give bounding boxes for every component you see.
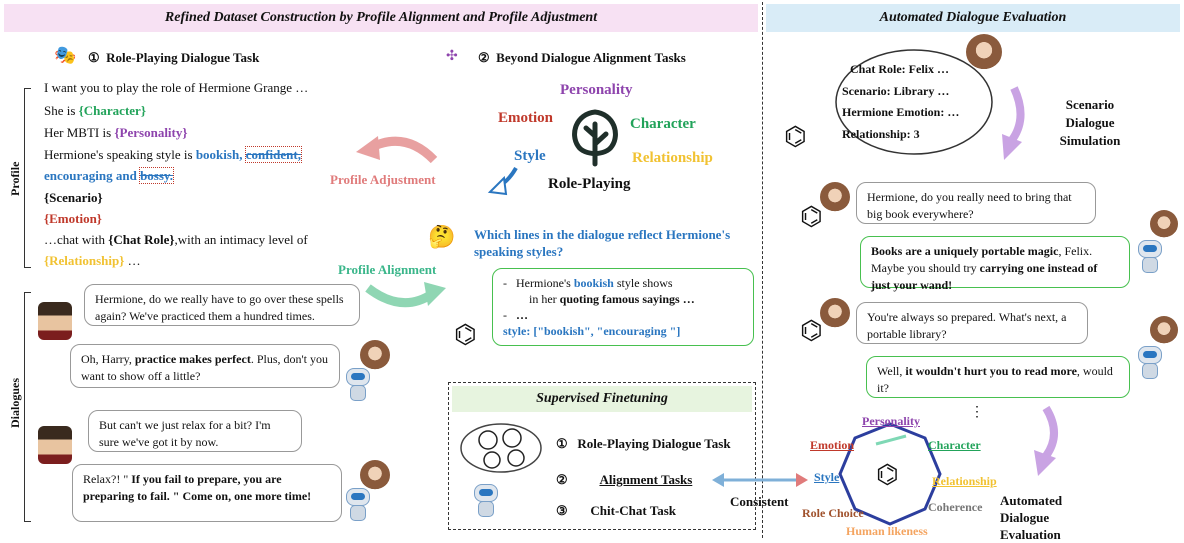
profile-label: Profile — [8, 161, 22, 196]
openai-icon: ⌬ — [800, 316, 823, 345]
cloud-relationship: Relationship: 3 — [842, 127, 920, 141]
section-divider — [762, 2, 763, 538]
robot-icon — [340, 362, 374, 402]
hermione-avatar — [820, 182, 850, 212]
simulation-label: Scenario Dialogue Simulation — [1059, 97, 1121, 148]
profile-line-7: {Emotion} — [44, 211, 102, 226]
radar-character: Character — [928, 438, 981, 452]
evaluation-arrow-icon — [1034, 405, 1058, 476]
alignment-arrow-icon — [365, 282, 446, 308]
sft-task-1: ① Role-Playing Dialogue Task — [556, 436, 731, 451]
dim-style: Style — [514, 148, 546, 164]
answer-style: style: ["bookish", "encouraging "] — [503, 324, 681, 338]
cloud-emotion: Hermione Emotion: … — [842, 105, 960, 119]
radar-emotion: Emotion — [810, 438, 855, 452]
robot-icon — [1132, 340, 1166, 380]
profile-line-3: Her MBTI is {Personality} — [44, 125, 188, 140]
dialogue-1: Hermione, do we really have to go over t… — [84, 284, 360, 326]
adjustment-arrow-icon — [356, 136, 438, 164]
answer-line-1: - Hermione's bookish style shows — [503, 276, 673, 290]
robot-icon — [340, 482, 374, 522]
profile-line-1: I want you to play the role of Hermione … — [44, 80, 309, 95]
radar-chart — [838, 422, 942, 526]
eval-dialogue-4: Well, it wouldn't hurt you to read more,… — [866, 356, 1130, 398]
answer-bubble: - Hermione's bookish style shows in her … — [492, 268, 754, 346]
eval-dialogue-2: Books are a uniquely portable magic, Fel… — [860, 236, 1130, 292]
harry-avatar — [38, 426, 72, 464]
radar-relationship: Relationship — [932, 474, 997, 488]
profile-alignment-label: Profile Alignment — [338, 262, 437, 277]
sft-box — [448, 382, 756, 530]
harry-avatar — [38, 302, 72, 340]
dim-personality: Personality — [560, 82, 633, 98]
answer-line-3: - … — [503, 308, 528, 322]
down-arrow-icon — [487, 166, 518, 196]
profile-line-4: Hermione's speaking style is bookish, co… — [44, 146, 302, 163]
task1-title: ① Role-Playing Dialogue Task — [88, 50, 260, 65]
profile-line-2: She is {Character} — [44, 103, 146, 118]
tree-icon — [572, 109, 618, 167]
vertical-ellipsis: ⋮ — [970, 405, 984, 420]
sft-task-2: ② Alignment Tasks — [556, 472, 693, 487]
thought-cloud-icon — [460, 423, 542, 473]
dialogue-3: But can't we just relax for a bit? I'm s… — [88, 410, 302, 452]
thinking-icon: 🤔 — [428, 224, 456, 249]
robot-icon — [468, 478, 502, 518]
consistent-label: Consistent — [730, 494, 789, 509]
dialogues-label: Dialogues — [8, 377, 22, 428]
profile-brace — [24, 88, 31, 268]
task2-title: ② Beyond Dialogue Alignment Tasks — [478, 50, 686, 65]
dialogues-brace — [24, 292, 31, 522]
openai-icon: ⌬ — [800, 202, 823, 231]
openai-icon: ⌬ — [876, 460, 899, 489]
network-icon: ✣ — [446, 49, 458, 64]
sft-header: Supervised Finetuning — [452, 386, 752, 412]
dim-emotion: Emotion — [498, 110, 554, 126]
simulation-arrow-icon — [1002, 86, 1025, 160]
cloud-scenario: Scenario: Library … — [842, 84, 950, 98]
openai-icon: ⌬ — [784, 122, 807, 151]
right-header: Automated Dialogue Evaluation — [766, 4, 1180, 32]
dim-character: Character — [630, 116, 696, 132]
evaluation-label: Automated Dialogue Evaluation — [1000, 493, 1063, 542]
left-header: Refined Dataset Construction by Profile … — [4, 4, 758, 32]
hermione-avatar — [966, 34, 1002, 70]
dim-relationship: Relationship — [632, 150, 713, 166]
dim-roleplaying: Role-Playing — [548, 176, 631, 192]
radar-role-choice: Role Choice — [802, 506, 864, 520]
profile-line-6: {Scenario} — [44, 190, 103, 205]
sft-task-3: ③ Chit-Chat Task — [556, 503, 677, 518]
cloud-role: Chat Role: Felix … — [850, 62, 949, 76]
profile-adjustment-label: Profile Adjustment — [330, 172, 436, 187]
hermione-avatar — [360, 460, 390, 490]
eval-dialogue-1: Hermione, do you really need to bring th… — [856, 182, 1096, 224]
hermione-avatar — [1150, 316, 1178, 344]
profile-line-5: encouraging and bossy. — [44, 167, 174, 184]
hermione-avatar — [360, 340, 390, 370]
robot-icon — [1132, 234, 1166, 274]
masks-icon: 🎭 — [54, 45, 77, 65]
eval-dialogue-3: You're always so prepared. What's next, … — [856, 302, 1088, 344]
radar-coherence: Coherence — [928, 500, 983, 514]
consistent-arrow-icon — [712, 473, 808, 487]
openai-icon: ⌬ — [454, 320, 477, 349]
profile-line-9: {Relationship} … — [44, 253, 141, 268]
hermione-avatar — [1150, 210, 1178, 238]
radar-style: Style — [814, 470, 840, 484]
hermione-avatar — [820, 298, 850, 328]
radar-personality: Personality — [862, 414, 920, 428]
radar-human-likeness: Human likeness — [846, 524, 928, 538]
profile-line-8: …chat with {Chat Role},with an intimacy … — [44, 232, 308, 247]
answer-line-2: in her quoting famous sayings … — [529, 292, 695, 306]
dialogue-4: Relax?! " If you fail to prepare, you ar… — [72, 464, 342, 522]
dialogue-2: Oh, Harry, practice makes perfect. Plus,… — [70, 344, 340, 388]
question-text: Which lines in the dialogue reflect Herm… — [474, 227, 731, 259]
scenario-cloud — [835, 49, 993, 155]
